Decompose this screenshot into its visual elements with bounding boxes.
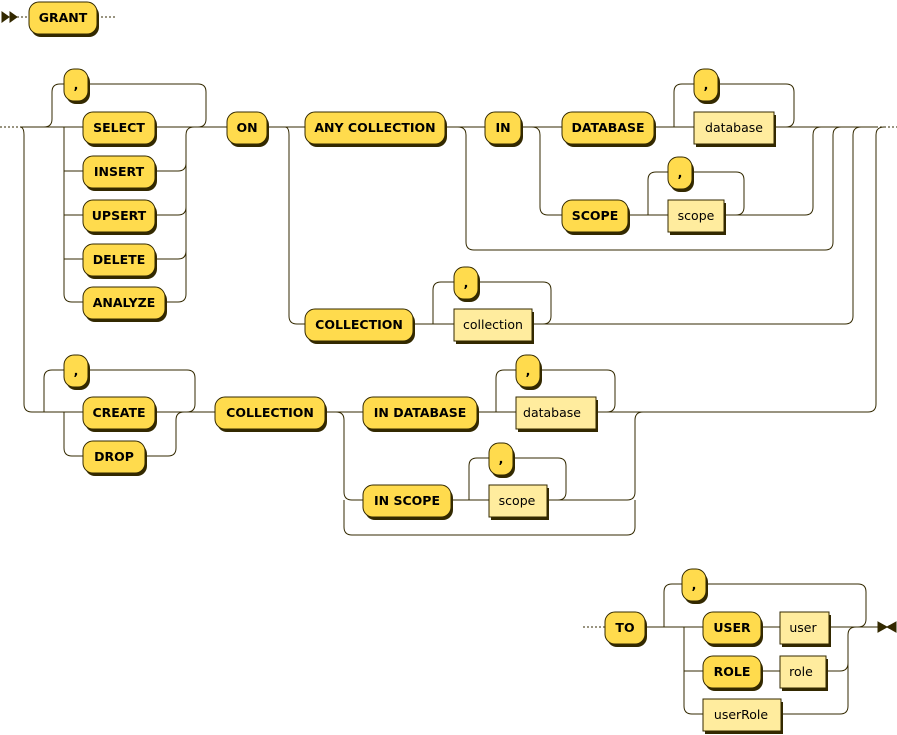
ddl-database-repeat-loop (495, 369, 616, 413)
scope-reference: scope (667, 199, 726, 235)
grantee-separator: , (681, 568, 708, 604)
svg-text:UPSERT: UPSERT (92, 208, 147, 223)
svg-text:GRANT: GRANT (39, 10, 88, 25)
svg-text:database: database (705, 120, 763, 135)
database-repeat-loop (673, 83, 795, 128)
svg-text:,: , (74, 77, 79, 92)
scope-repeat-loop (647, 171, 745, 216)
svg-text:,: , (678, 165, 683, 180)
privilege-choice-right (155, 126, 195, 303)
role-keyword: ROLE (702, 655, 763, 691)
grantee-choice (683, 626, 857, 715)
privilege-separator: , (63, 68, 90, 104)
scope-branch-line (521, 126, 562, 216)
scope-separator: , (667, 156, 694, 192)
svg-text:,: , (499, 451, 504, 466)
svg-text:COLLECTION: COLLECTION (226, 405, 314, 420)
user-keyword: USER (702, 611, 763, 647)
ddl-collection-keyword: COLLECTION (214, 396, 327, 432)
delete-keyword: DELETE (82, 243, 157, 279)
svg-text:CREATE: CREATE (92, 405, 145, 420)
end-arrow-icon (877, 621, 889, 633)
svg-text:collection: collection (463, 317, 523, 332)
grant-keyword: GRANT (28, 1, 99, 37)
svg-text:userRole: userRole (714, 707, 769, 722)
svg-text:,: , (74, 363, 79, 378)
svg-text:INSERT: INSERT (94, 164, 145, 179)
svg-text:,: , (526, 363, 531, 378)
to-keyword: TO (604, 611, 647, 647)
user-reference: user (779, 611, 831, 647)
start-arrow-icon (1, 11, 10, 23)
svg-text:ON: ON (236, 120, 257, 135)
role-reference: role (779, 655, 828, 691)
in-database-keyword: IN DATABASE (362, 396, 479, 432)
svg-text:ANALYZE: ANALYZE (93, 295, 155, 310)
svg-text:user: user (789, 620, 817, 635)
collection-separator: , (453, 266, 480, 302)
svg-text:role: role (789, 664, 813, 679)
ddl-collection-line (325, 126, 885, 413)
any-collection-keyword: ANY COLLECTION (304, 111, 447, 147)
svg-text:,: , (704, 77, 709, 92)
insert-keyword: INSERT (82, 155, 157, 191)
select-keyword: SELECT (82, 111, 157, 147)
svg-text:IN DATABASE: IN DATABASE (374, 405, 467, 420)
svg-text:USER: USER (713, 620, 751, 635)
svg-text:ANY COLLECTION: ANY COLLECTION (314, 120, 435, 135)
privilege-repeat-loop (43, 83, 207, 128)
end-arrow-icon-2 (885, 621, 897, 633)
database-separator: , (693, 68, 720, 104)
ddl-database-separator: , (515, 354, 542, 390)
optional-in-bypass (445, 126, 842, 251)
start-arrow-icon-2 (9, 11, 18, 23)
collection-keyword: COLLECTION (304, 308, 415, 344)
svg-text:IN: IN (495, 120, 510, 135)
svg-text:TO: TO (615, 620, 634, 635)
on-keyword: ON (226, 111, 269, 147)
ddl-separator: , (63, 354, 90, 390)
svg-text:DROP: DROP (94, 449, 134, 464)
in-scope-keyword: IN SCOPE (362, 484, 453, 520)
svg-text:SCOPE: SCOPE (572, 208, 619, 223)
svg-text:SELECT: SELECT (93, 120, 145, 135)
privilege-choice-branches (63, 170, 83, 260)
svg-text:database: database (523, 405, 581, 420)
ddl-repeat-loop (43, 369, 196, 413)
upsert-keyword: UPSERT (82, 199, 157, 235)
scope-keyword: SCOPE (561, 199, 630, 235)
svg-text:DATABASE: DATABASE (571, 120, 644, 135)
svg-text:scope: scope (499, 493, 536, 508)
database-reference: database (693, 111, 776, 147)
analyze-keyword: ANALYZE (82, 286, 167, 322)
ddl-scope-reference: scope (488, 484, 549, 520)
database-keyword: DATABASE (561, 111, 656, 147)
svg-text:DELETE: DELETE (93, 252, 145, 267)
svg-text:scope: scope (678, 208, 715, 223)
ddl-scope-repeat-loop (468, 457, 567, 501)
svg-text:ROLE: ROLE (714, 664, 751, 679)
collection-repeat-loop (432, 281, 552, 325)
svg-text:,: , (692, 577, 697, 592)
svg-text:,: , (464, 275, 469, 290)
drop-keyword: DROP (82, 440, 147, 476)
connector-lines (0, 11, 897, 715)
in-scope-line (325, 411, 644, 501)
ddl-optional-bypass (343, 500, 636, 536)
collection-line (413, 126, 862, 325)
collection-reference: collection (453, 308, 534, 344)
ddl-choice (63, 411, 185, 457)
svg-text:IN SCOPE: IN SCOPE (374, 493, 440, 508)
ddl-database-reference: database (515, 396, 598, 432)
ddl-scope-separator: , (488, 442, 515, 478)
svg-text:COLLECTION: COLLECTION (315, 317, 403, 332)
ddl-branch-line (19, 126, 44, 413)
userrole-reference: userRole (702, 698, 783, 734)
create-keyword: CREATE (82, 396, 157, 432)
privilege-choice-left (63, 126, 83, 303)
grantee-repeat-loop (663, 583, 867, 628)
in-keyword: IN (484, 111, 523, 147)
collection-branch-line (284, 126, 305, 325)
